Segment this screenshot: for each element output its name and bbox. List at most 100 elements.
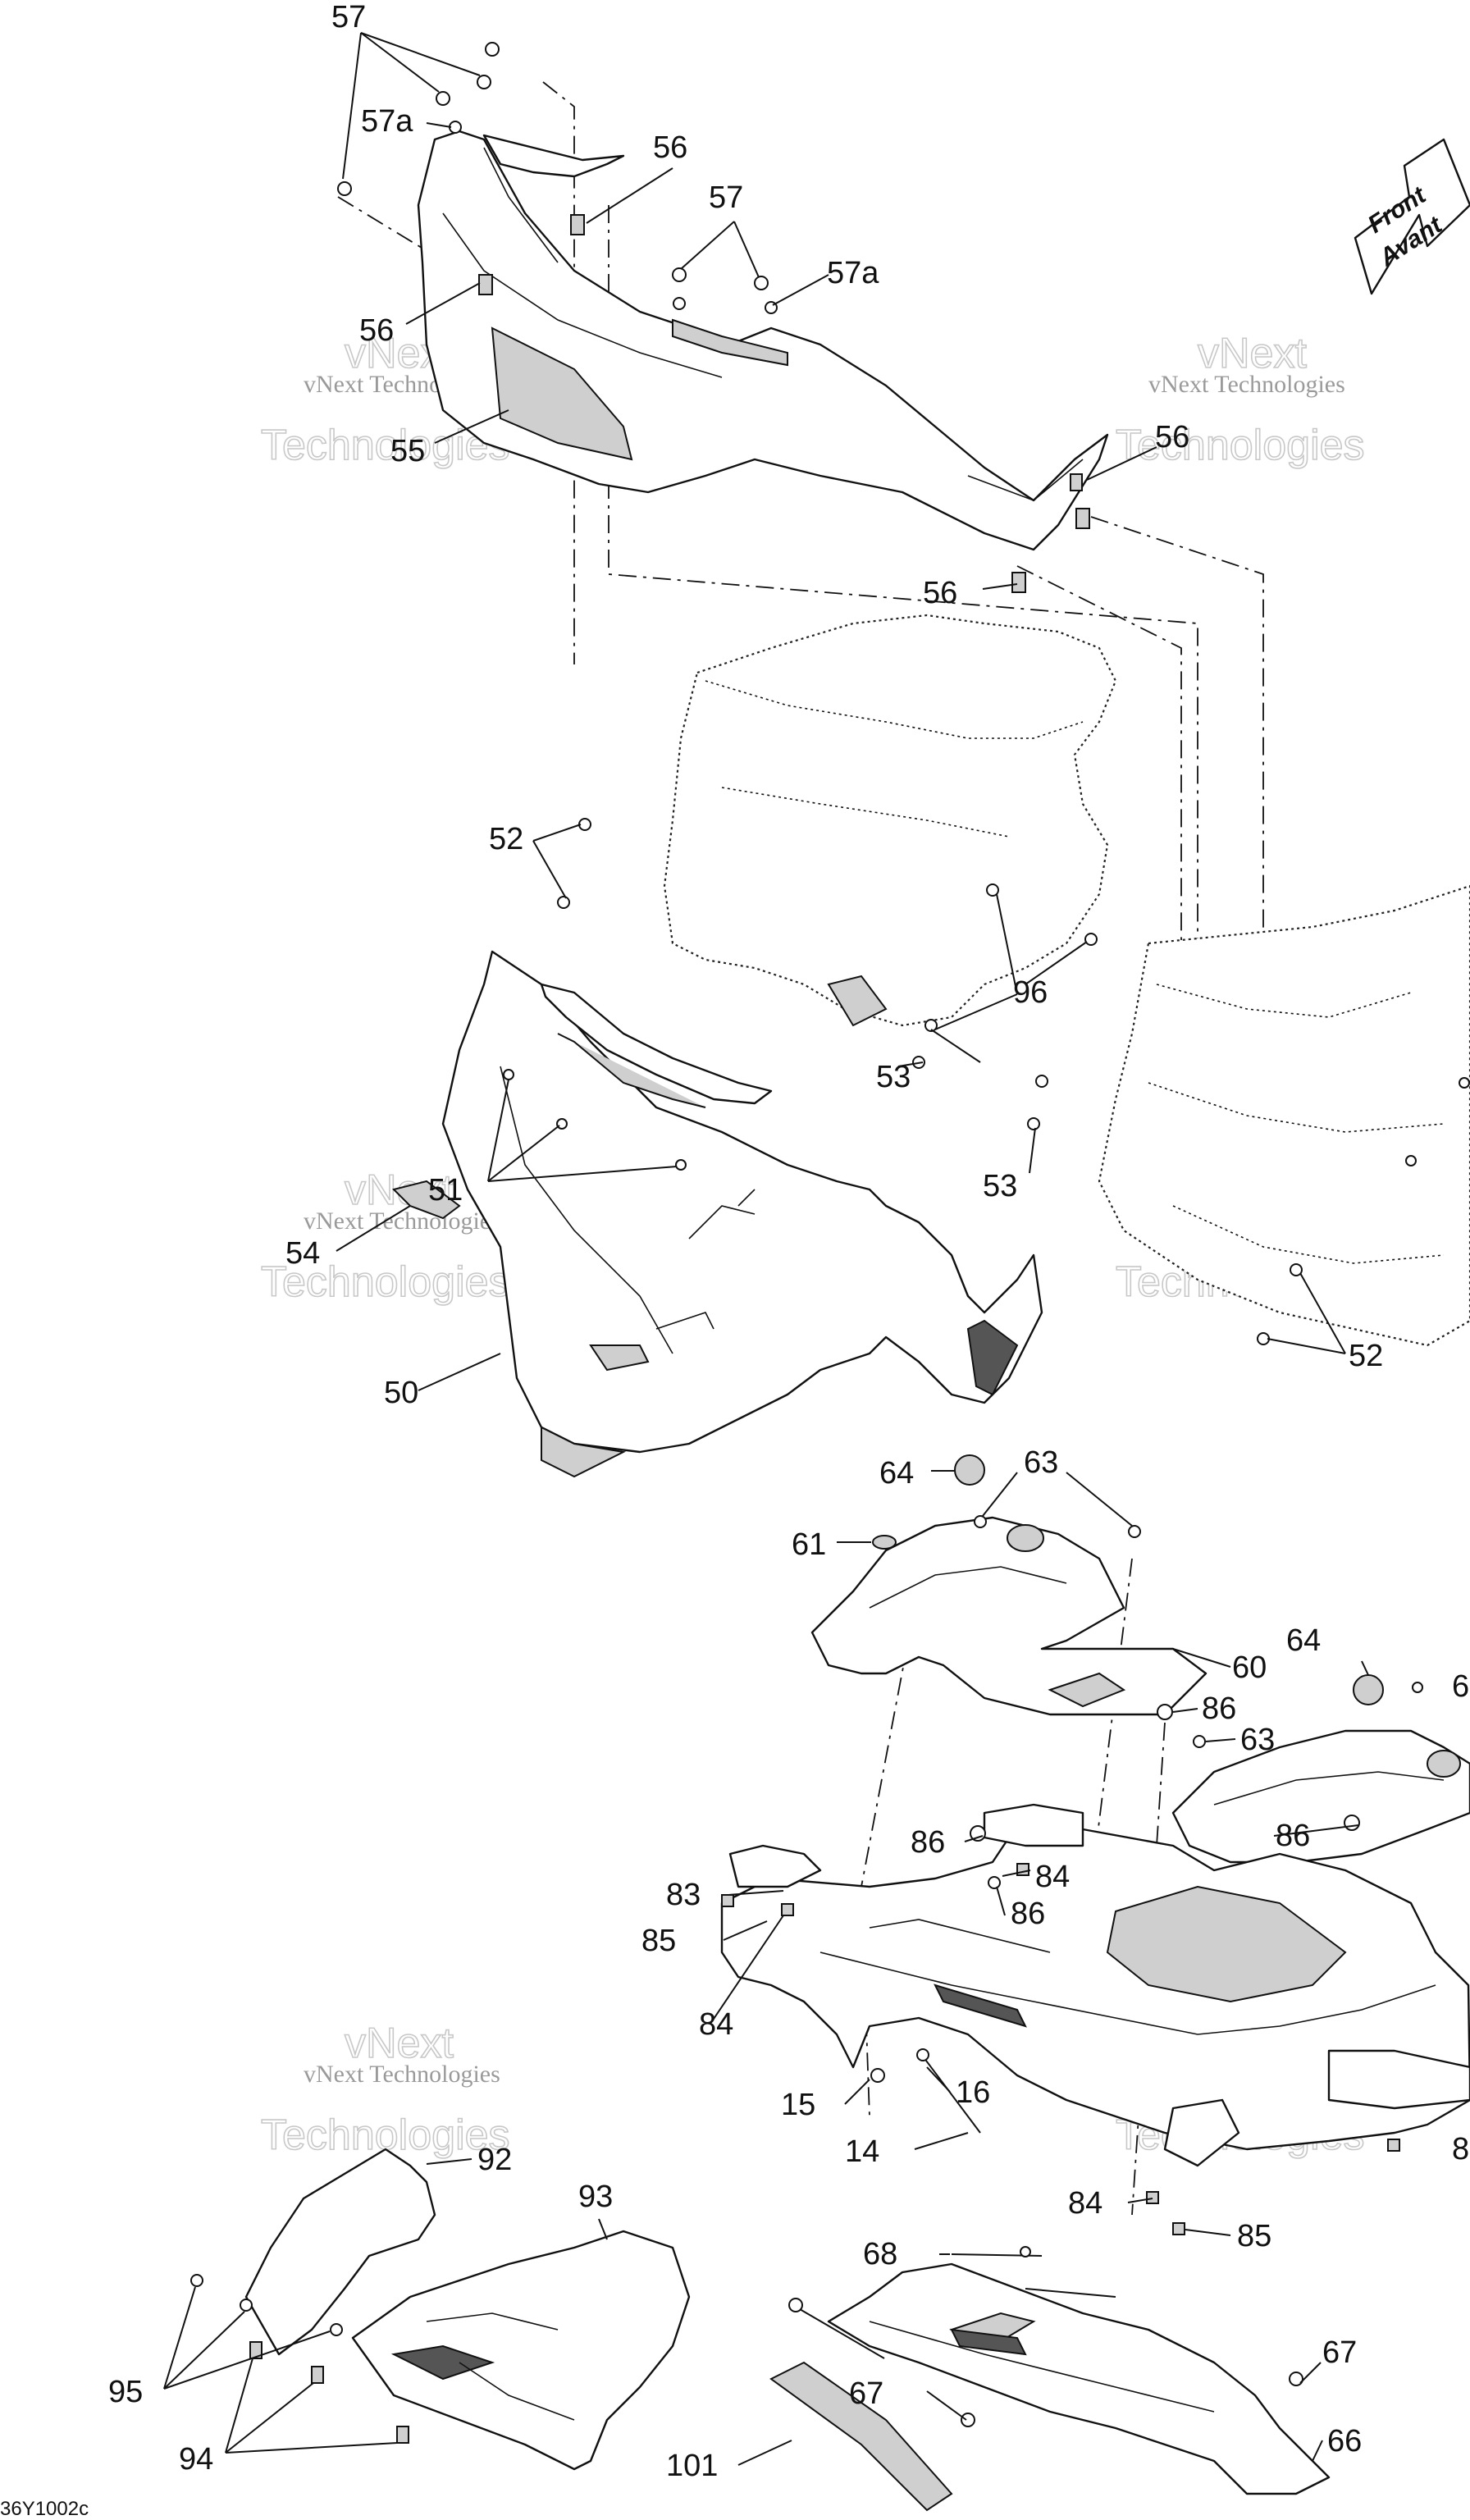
callout-61: 61: [792, 1527, 826, 1562]
screw-icon: [1344, 1815, 1360, 1831]
callout-92: 92: [477, 2143, 512, 2177]
screw-icon: [1405, 1155, 1417, 1166]
callout-14: 14: [845, 2134, 879, 2169]
screw-icon: [449, 121, 462, 134]
callout-63: 63: [1024, 1445, 1058, 1480]
callout-85: 85: [641, 1924, 676, 1958]
callout-84: 84: [1035, 1860, 1070, 1894]
screw-icon: [754, 276, 769, 290]
callout-95: 95: [108, 2375, 143, 2409]
part-101-rail: [769, 2361, 953, 2512]
callout-50: 50: [384, 1376, 418, 1410]
screw-icon: [788, 2298, 803, 2312]
part-54-grommet: [392, 1180, 461, 1220]
clip-icon: [1075, 508, 1090, 529]
part-60-heat-shield: [810, 1516, 1208, 1716]
bolt-icon: [916, 2048, 929, 2061]
clip-icon: [1016, 1863, 1029, 1876]
screw-icon: [988, 1876, 1001, 1889]
callout-96: 96: [1013, 975, 1048, 1010]
screw-icon: [1157, 1704, 1173, 1720]
watermark-vnext: vNext: [345, 2020, 454, 2067]
part-55-upper-cover: [417, 130, 1109, 551]
callout-52: 52: [1349, 1339, 1383, 1373]
watermark-vnext: vNext: [1198, 330, 1307, 377]
screw-icon: [337, 181, 352, 196]
callout-53: 53: [876, 1060, 911, 1094]
screw-icon: [503, 1069, 514, 1080]
screw-icon: [986, 883, 999, 897]
front-direction-arrow: Front Avant: [1354, 138, 1470, 295]
callout-86: 86: [1011, 1897, 1045, 1931]
callout-68: 68: [863, 2237, 897, 2271]
watermark-label: vNext Technologies: [304, 2061, 500, 2088]
callout-64: 64: [879, 1456, 914, 1491]
callout-93: 93: [578, 2180, 613, 2214]
callout-83: 83: [666, 1878, 701, 1912]
clip-icon: [478, 274, 493, 295]
screw-icon: [1020, 2246, 1031, 2258]
callout-66: 66: [1327, 2424, 1362, 2458]
callout-84: 84: [1068, 2186, 1102, 2221]
watermark-technologies: Technologies: [1116, 422, 1365, 469]
callout-86: 86: [1202, 1691, 1236, 1726]
screw-icon: [240, 2299, 253, 2312]
screw-icon: [1128, 1525, 1141, 1538]
fasteners-lower: [190, 1454, 1423, 2444]
callout-86: 86: [1276, 1819, 1310, 1853]
callout-16: 16: [956, 2075, 990, 2110]
part-right-frame-dotted: [1098, 884, 1470, 1347]
screw-icon: [924, 1019, 938, 1032]
callout-57: 57: [709, 180, 743, 215]
callout-57a: 57a: [827, 256, 879, 290]
screw-icon: [974, 1515, 987, 1528]
screw-icon: [1027, 1117, 1040, 1130]
washer-icon: [1353, 1674, 1384, 1705]
plug-icon: [872, 1535, 897, 1550]
screw-icon: [1459, 1077, 1470, 1089]
screw-icon: [190, 2274, 203, 2287]
watermark-technologies: Technologies: [261, 1258, 510, 1306]
screw-icon: [1035, 1075, 1048, 1088]
clip-icon: [1387, 2139, 1400, 2152]
callout-56: 56: [653, 130, 687, 165]
callout-56: 56: [923, 576, 957, 610]
part-63-right-shield: [1171, 1729, 1470, 1864]
callout-67: 67: [849, 2376, 883, 2411]
callout-67: 67: [1322, 2335, 1357, 2370]
screw-icon: [672, 267, 687, 282]
screw-icon: [1257, 1332, 1270, 1345]
callout-53: 53: [983, 1169, 1017, 1203]
callout-labels: 57 57a 56 57 57a 56 55 56 56 52 96 53 53…: [108, 0, 1469, 2483]
callout-60: 60: [1232, 1650, 1267, 1685]
screw-icon: [330, 2323, 343, 2336]
screw-icon: [436, 91, 450, 106]
watermark-label: vNext Technologies: [304, 1208, 500, 1235]
part-66-lower-pan: [827, 2262, 1331, 2495]
screw-icon: [1084, 933, 1098, 946]
callout-56: 56: [1155, 420, 1189, 454]
callout-94: 94: [179, 2442, 213, 2477]
clip-icon: [249, 2341, 262, 2359]
screw-icon: [1290, 1263, 1303, 1276]
callout-55: 55: [390, 434, 425, 468]
callout-84: 84: [699, 2007, 733, 2042]
screw-icon: [961, 2413, 975, 2427]
callout-85: 85: [1237, 2219, 1271, 2253]
fasteners-52-53-96: [503, 818, 1470, 1345]
clip-icon: [1070, 473, 1083, 491]
leader-lines: [163, 32, 1369, 2466]
clip-icon: [1172, 2222, 1185, 2235]
callout-56: 56: [359, 313, 394, 348]
callout-6: 6: [1452, 1669, 1469, 1704]
callout-51: 51: [428, 1173, 463, 1208]
callout-64: 64: [1286, 1623, 1321, 1658]
washer-icon: [954, 1454, 985, 1486]
clip-icon: [570, 214, 585, 235]
screw-icon: [557, 896, 570, 909]
part-50-lower-shroud: [441, 950, 1043, 1478]
callout-63: 63: [1240, 1723, 1275, 1757]
callout-52: 52: [489, 822, 523, 856]
drawing-code: 36Y1002c: [0, 2498, 89, 2520]
